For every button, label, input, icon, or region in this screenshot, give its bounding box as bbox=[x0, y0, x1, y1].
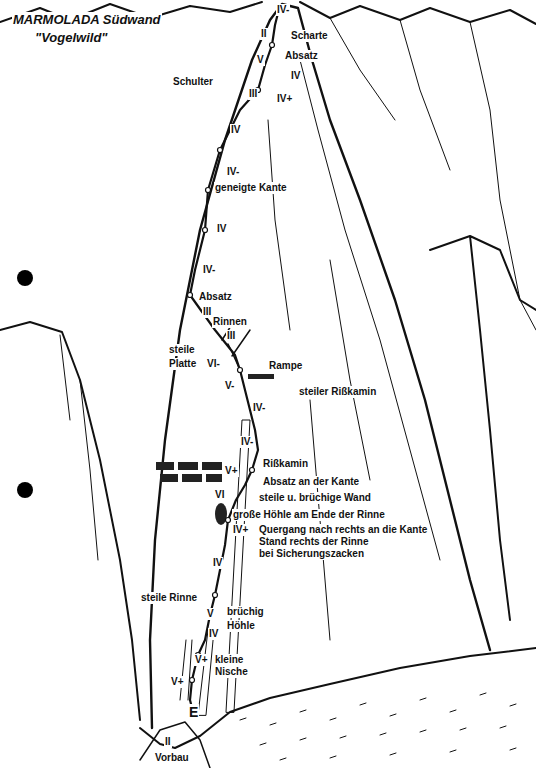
scree-hatching bbox=[240, 693, 516, 760]
scree-line bbox=[140, 648, 536, 748]
route-note: Stand rechts der Rinne bbox=[258, 536, 369, 548]
grade-label: VI- bbox=[206, 358, 221, 370]
grade-label: VI bbox=[214, 489, 225, 501]
grade-label: IV- bbox=[202, 264, 216, 276]
route-note: Quergang nach rechts an die Kante bbox=[258, 524, 428, 536]
grade-label: III bbox=[248, 88, 258, 100]
route-note: Rinnen bbox=[212, 316, 248, 328]
route-note: steile bbox=[168, 344, 196, 356]
punch-hole bbox=[17, 270, 33, 286]
punch-hole bbox=[17, 482, 33, 498]
grade-label: V bbox=[206, 608, 215, 620]
route-note: Vorbau bbox=[154, 752, 190, 764]
side-peak bbox=[0, 322, 140, 720]
side-peak bbox=[60, 335, 98, 560]
route-note: Schulter bbox=[172, 76, 214, 88]
grade-label: IV bbox=[290, 70, 301, 82]
route-note: Höhle bbox=[226, 620, 256, 632]
grade-label: E bbox=[188, 704, 199, 720]
grade-label: V bbox=[256, 54, 265, 66]
grade-label: II bbox=[164, 736, 172, 748]
grade-label: III bbox=[226, 330, 236, 342]
grade-label: IV bbox=[216, 223, 227, 235]
snow-gully bbox=[198, 630, 214, 715]
route-note: bei Sicherungszacken bbox=[258, 548, 365, 560]
grade-label: IV- bbox=[252, 402, 266, 414]
grade-label: IV- bbox=[276, 4, 290, 16]
route-note: Rißkamin bbox=[262, 458, 309, 470]
grade-label: V+ bbox=[194, 654, 209, 666]
route-note: Rampe bbox=[268, 360, 303, 372]
grade-label: IV+ bbox=[232, 524, 249, 536]
grade-label: V- bbox=[224, 380, 235, 392]
route-note: brüchig bbox=[226, 606, 265, 618]
route-note: Absatz bbox=[284, 50, 319, 62]
route-note: Absatz bbox=[198, 291, 233, 303]
route-note: kleine bbox=[214, 654, 244, 666]
grade-label: IV+ bbox=[276, 93, 293, 105]
topo-title: MARMOLADA Südwand bbox=[12, 12, 162, 28]
grade-label: IV bbox=[230, 124, 241, 136]
route-note: Nische bbox=[214, 666, 249, 678]
route-note: Platte bbox=[168, 358, 197, 370]
grade-label: IV bbox=[212, 557, 223, 569]
grade-label: IV bbox=[208, 628, 219, 640]
grade-label: V+ bbox=[170, 676, 185, 688]
route-note: steile u. brüchige Wand bbox=[258, 492, 372, 504]
side-peak bbox=[430, 236, 536, 620]
route-line bbox=[190, 5, 280, 712]
grade-label: V+ bbox=[224, 465, 239, 477]
route-note: große Höhle am Ende der Rinne bbox=[232, 509, 386, 521]
face-outline bbox=[150, 4, 490, 728]
route-name: "Vogelwild" bbox=[34, 30, 109, 46]
route-note: Scharte bbox=[290, 30, 329, 42]
grade-label: IV- bbox=[240, 436, 254, 448]
grade-label: IV- bbox=[226, 166, 240, 178]
belay-stand bbox=[188, 43, 275, 683]
route-note: Absatz an der Kante bbox=[262, 476, 360, 488]
grade-label: II bbox=[260, 28, 268, 40]
ridge-line bbox=[330, 18, 536, 330]
overhang-marks bbox=[156, 374, 274, 525]
route-note: steile Rinne bbox=[140, 592, 198, 604]
route-note: steiler Rißkamin bbox=[298, 386, 377, 398]
grade-label: III bbox=[202, 306, 212, 318]
route-note: geneigte Kante bbox=[214, 182, 288, 194]
vorbau-outline bbox=[140, 722, 210, 768]
